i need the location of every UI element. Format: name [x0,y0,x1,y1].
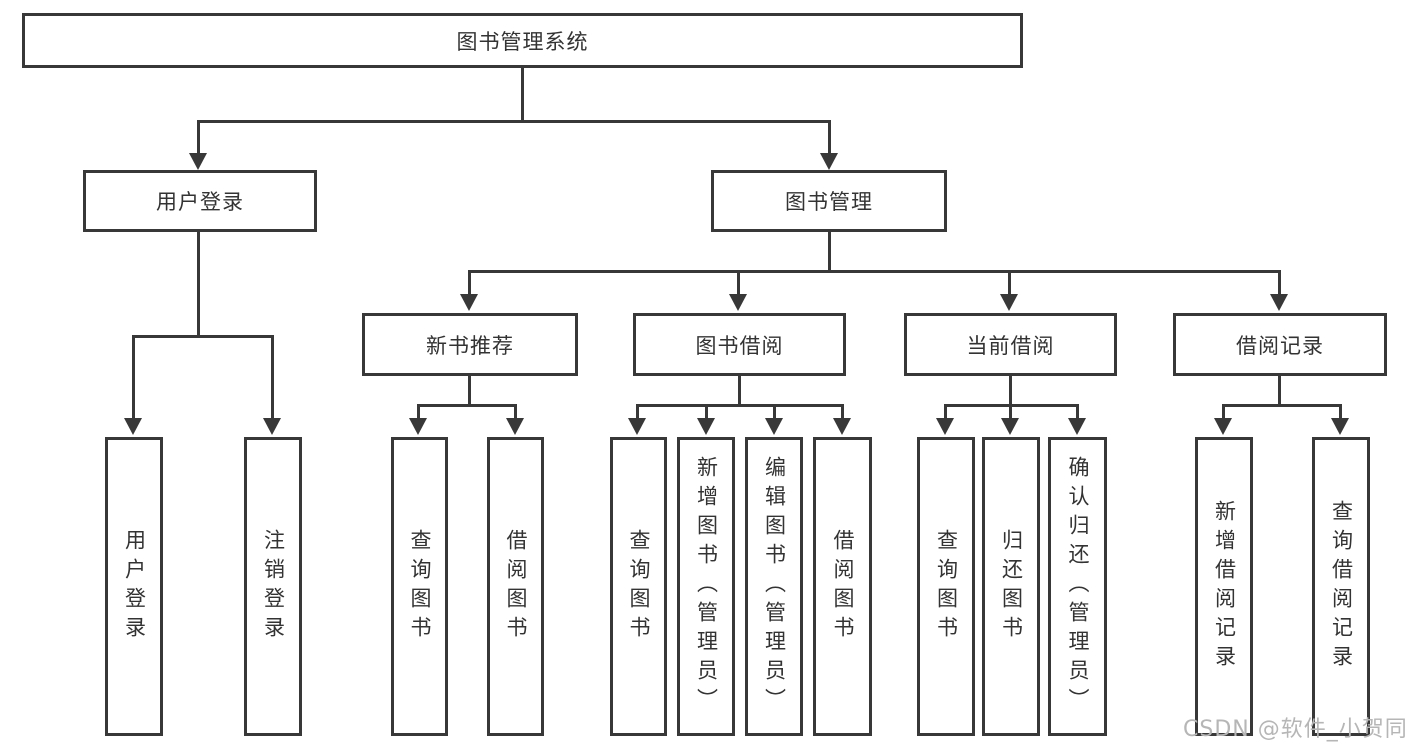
edge-book-management-drop [828,232,831,270]
leaf-label: 查询图书 [934,528,959,645]
edge-stem-leaf [1009,404,1012,420]
node-label: 图书管理 [785,190,873,214]
arrowhead-icon [833,418,851,435]
edge-borrow-record-drop [1278,376,1281,407]
leaf-logout: 注销登录 [244,437,302,736]
leaf-borrow-books: 借阅图书 [813,437,872,736]
edge-book-borrow-bus [636,404,844,407]
edge-stem-borrow-record [1278,270,1281,296]
leaf-add-books-admin: 新增图书（管理员） [677,437,735,736]
leaf-label: 借阅图书 [831,528,855,645]
csdn-watermark: CSDN @软件_小贺同学 [1183,717,1405,742]
edge-new-book-drop [468,376,471,404]
leaf-query-books-recommend: 查询图书 [391,437,448,736]
node-new-book-recommend: 新书推荐 [362,313,578,376]
arrowhead-icon [189,153,207,170]
node-book-borrow: 图书借阅 [633,313,846,376]
arrowhead-icon [1331,418,1349,435]
leaf-edit-books-admin: 编辑图书（管理员） [745,437,803,736]
arrowhead-icon [1270,294,1288,311]
node-label: 用户登录 [156,190,244,214]
edge-stem-leaf [417,404,420,420]
leaf-user-login: 用户登录 [105,437,163,736]
arrowhead-icon [765,418,783,435]
edge-stem-leaf [1076,404,1079,420]
arrowhead-icon [1001,418,1019,435]
edge-stem-book-management [828,120,831,156]
edge-user-login-drop [197,232,200,335]
edge-stem-user-login [197,120,200,156]
leaf-label: 归还图书 [999,528,1024,645]
arrowhead-icon [628,418,646,435]
edge-stem-leaf [132,335,135,420]
leaf-label: 新增图书（管理员） [694,456,719,717]
leaf-label: 确认归还（管理员） [1066,456,1090,717]
edge-stem-leaf [636,404,639,420]
arrowhead-icon [409,418,427,435]
node-label: 新书推荐 [426,333,514,358]
arrowhead-icon [936,418,954,435]
edge-new-book-bus [418,404,517,407]
arrowhead-icon [460,294,478,311]
node-current-borrow: 当前借阅 [904,313,1117,376]
edge-stem-leaf [514,404,517,420]
node-borrow-record: 借阅记录 [1173,313,1387,376]
edge-level2-bus [198,120,831,123]
edge-stem-book-borrow [737,270,740,296]
leaf-confirm-return-admin: 确认归还（管理员） [1048,437,1107,736]
node-user-login: 用户登录 [83,170,317,232]
leaf-label: 借阅图书 [504,528,528,645]
edge-stem-leaf [1222,404,1225,420]
arrowhead-icon [1000,294,1018,311]
arrowhead-icon [697,418,715,435]
node-label: 图书借阅 [695,333,784,358]
edge-stem-leaf [841,404,844,420]
edge-user-login-bus [133,335,274,338]
leaf-label: 查询图书 [408,528,432,645]
edge-level3-bus [469,270,1281,273]
leaf-query-borrow-record: 查询借阅记录 [1312,437,1370,736]
leaf-add-borrow-record: 新增借阅记录 [1195,437,1253,736]
node-label: 当前借阅 [966,333,1055,358]
edge-stem-leaf [773,404,776,420]
leaf-label: 用户登录 [122,528,147,645]
arrowhead-icon [124,418,142,435]
leaf-return-books: 归还图书 [982,437,1040,736]
node-book-management: 图书管理 [711,170,947,232]
node-label: 图书管理系统 [456,29,589,54]
edge-book-borrow-drop [738,376,741,404]
arrowhead-icon [1068,418,1086,435]
arrowhead-icon [506,418,524,435]
edge-root-drop [521,67,524,120]
edge-stem-leaf [271,335,274,420]
arrowhead-icon [1214,418,1232,435]
leaf-label: 新增借阅记录 [1212,499,1237,674]
node-root-library-system: 图书管理系统 [22,13,1023,68]
edge-stem-current-borrow [1008,270,1011,296]
leaf-label: 查询借阅记录 [1329,499,1354,674]
node-label: 借阅记录 [1236,333,1324,358]
leaf-label: 查询图书 [627,528,651,645]
edge-stem-leaf [944,404,947,420]
edge-borrow-record-bus [1222,404,1342,407]
edge-stem-new-book [468,270,471,296]
arrowhead-icon [729,294,747,311]
arrowhead-icon [263,418,281,435]
leaf-label: 编辑图书（管理员） [762,456,787,717]
leaf-query-books-current: 查询图书 [917,437,975,736]
arrowhead-icon [820,153,838,170]
leaf-label: 注销登录 [261,528,286,645]
edge-stem-leaf [1339,404,1342,420]
edge-current-borrow-drop [1009,376,1012,404]
edge-stem-leaf [705,404,708,420]
leaf-borrow-books-recommend: 借阅图书 [487,437,544,736]
leaf-query-books-borrow: 查询图书 [610,437,667,736]
